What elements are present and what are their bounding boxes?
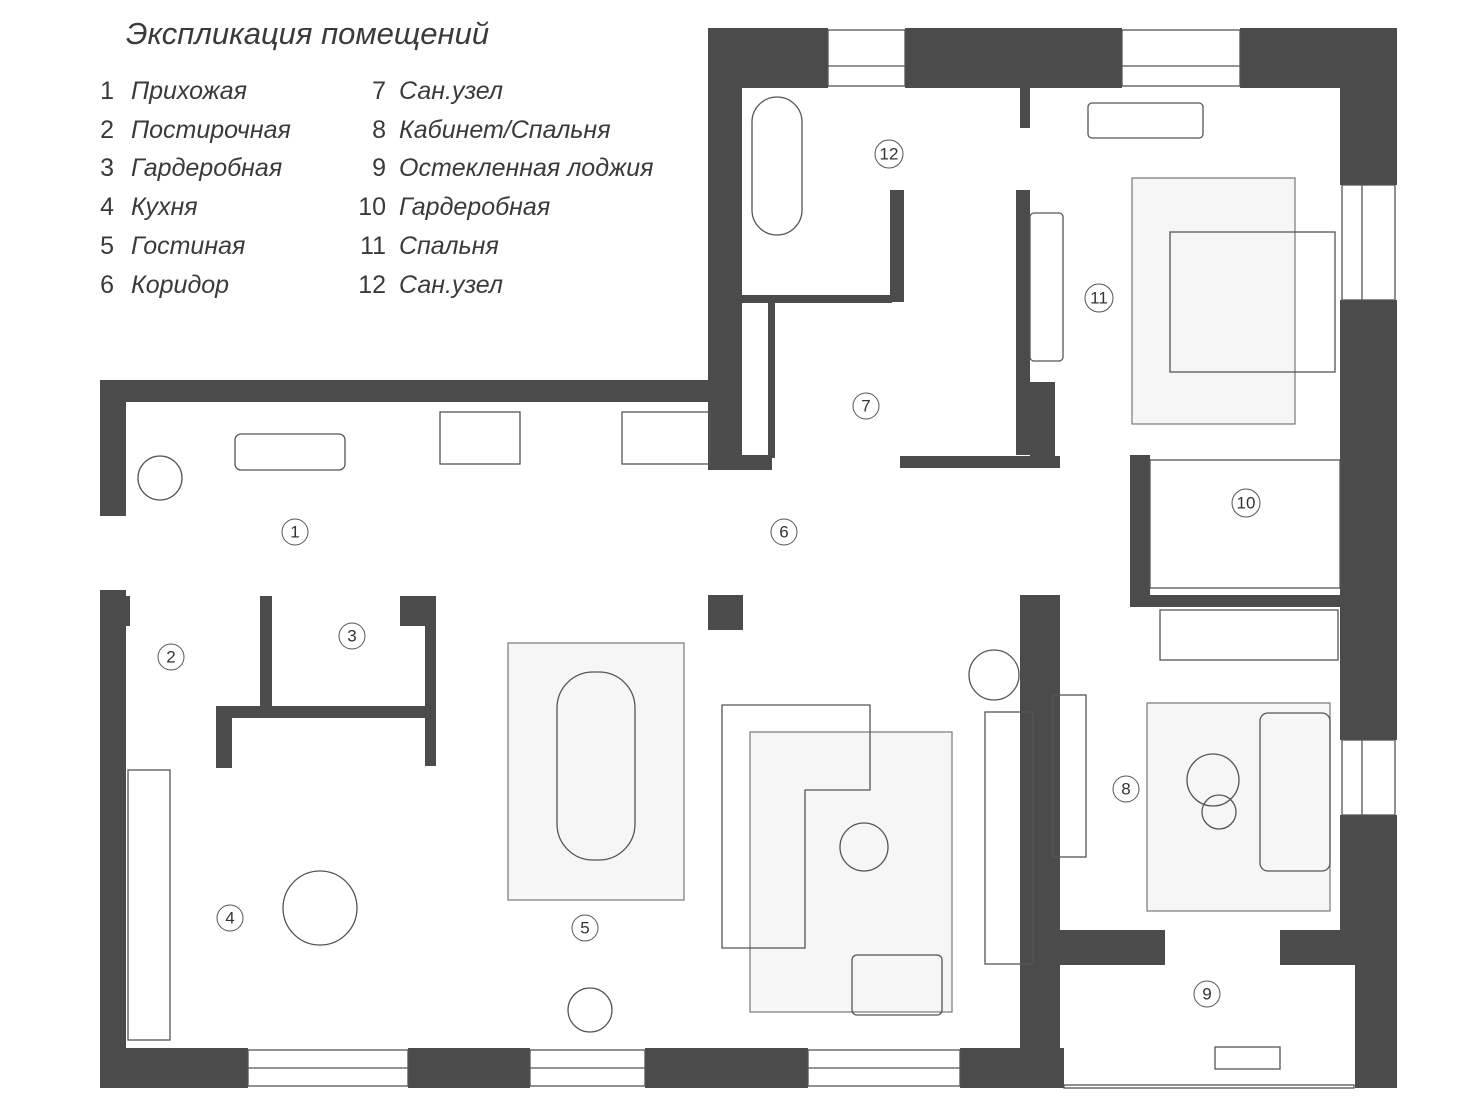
room-label-3: 3 [338, 622, 366, 650]
legend-item: 7 Сан.узел [352, 72, 653, 111]
legend-room-name: Сан.узел [399, 270, 503, 299]
room-label-9: 9 [1193, 980, 1221, 1008]
legend-title: Экспликация помещений [126, 16, 490, 51]
legend-number: 5 [100, 232, 114, 261]
furniture [127, 96, 1341, 1070]
room-label-6: 6 [770, 518, 798, 546]
legend-number: 10 [358, 193, 386, 222]
legend-item: 4 Кухня [92, 188, 291, 227]
room-label-10: 10 [1231, 488, 1261, 518]
room-label-11: 11 [1084, 283, 1114, 313]
legend-item: 2 Постирочная [92, 111, 291, 150]
svg-text:11: 11 [1090, 289, 1108, 308]
svg-text:1: 1 [290, 523, 299, 542]
legend-number: 2 [100, 115, 114, 144]
legend-room-name: Остекленная лоджия [399, 154, 654, 183]
room-label-12: 12 [874, 139, 904, 169]
room-label-7: 7 [852, 392, 880, 420]
legend-item: 3 Гардеробная [92, 150, 291, 189]
svg-text:4: 4 [225, 909, 234, 928]
legend-room-name: Кабинет/Спальня [399, 115, 611, 144]
svg-text:9: 9 [1202, 985, 1211, 1004]
legend-item: 10 Гардеробная [352, 188, 653, 227]
legend-room-name: Гардеробная [131, 154, 283, 183]
legend-item: 11 Спальня [352, 227, 653, 266]
legend-item: 1 Прихожая [92, 72, 291, 111]
legend-number: 12 [358, 270, 386, 299]
legend-room-name: Гостиная [131, 232, 246, 261]
legend-item: 6 Коридор [92, 266, 291, 305]
room-label-4: 4 [216, 904, 244, 932]
svg-text:6: 6 [779, 523, 788, 542]
room-labels: 1 2 3 4 5 6 7 8 9 10 11 12 [157, 139, 1261, 1008]
room-label-1: 1 [281, 518, 309, 546]
legend-number: 4 [100, 193, 114, 222]
windows [247, 29, 1396, 1089]
svg-text:12: 12 [880, 145, 899, 164]
legend-room-name: Спальня [399, 232, 499, 261]
legend-number: 1 [100, 76, 114, 105]
room-label-5: 5 [571, 914, 599, 942]
legend-room-name: Гардеробная [399, 193, 551, 222]
legend-item: 12 Сан.узел [352, 266, 653, 305]
legend-number: 3 [100, 154, 114, 183]
legend-room-name: Коридор [131, 270, 230, 299]
room-label-8: 8 [1112, 775, 1140, 803]
legend-item: 9 Остекленная лоджия [352, 150, 653, 189]
legend-number: 11 [360, 232, 386, 261]
legend-number: 7 [372, 76, 386, 105]
legend-column-left: 1 Прихожая 2 Постирочная 3 Гардеробная 4 Кух… [92, 72, 291, 305]
legend-item: 8 Кабинет/Спальня [352, 111, 653, 150]
svg-text:8: 8 [1121, 780, 1130, 799]
legend-item: 5 Гостиная [92, 227, 291, 266]
svg-text:7: 7 [861, 397, 870, 416]
legend-number: 6 [100, 270, 114, 299]
walls [100, 28, 1397, 1088]
svg-text:3: 3 [347, 627, 356, 646]
legend-number: 9 [372, 154, 386, 183]
legend-number: 8 [372, 115, 386, 144]
legend-room-name: Кухня [131, 193, 198, 222]
legend-room-name: Прихожая [131, 76, 247, 105]
legend-room-name: Сан.узел [399, 76, 503, 105]
svg-text:5: 5 [580, 919, 589, 938]
room-label-2: 2 [157, 643, 185, 671]
svg-text:2: 2 [166, 648, 175, 667]
legend-room-name: Постирочная [131, 115, 291, 144]
svg-text:10: 10 [1237, 494, 1256, 513]
